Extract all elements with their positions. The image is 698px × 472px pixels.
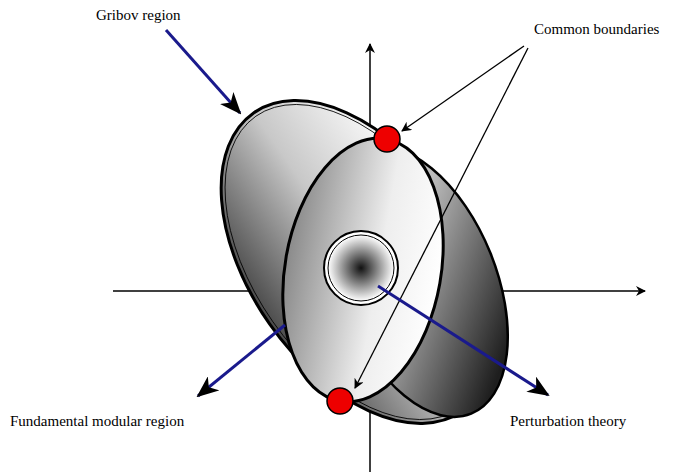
region-label: Fundamental modular region — [10, 412, 184, 430]
region-label: Gribov region — [96, 6, 181, 24]
region-label: Perturbation theory — [510, 412, 626, 430]
region-label: Common boundaries — [534, 20, 659, 38]
